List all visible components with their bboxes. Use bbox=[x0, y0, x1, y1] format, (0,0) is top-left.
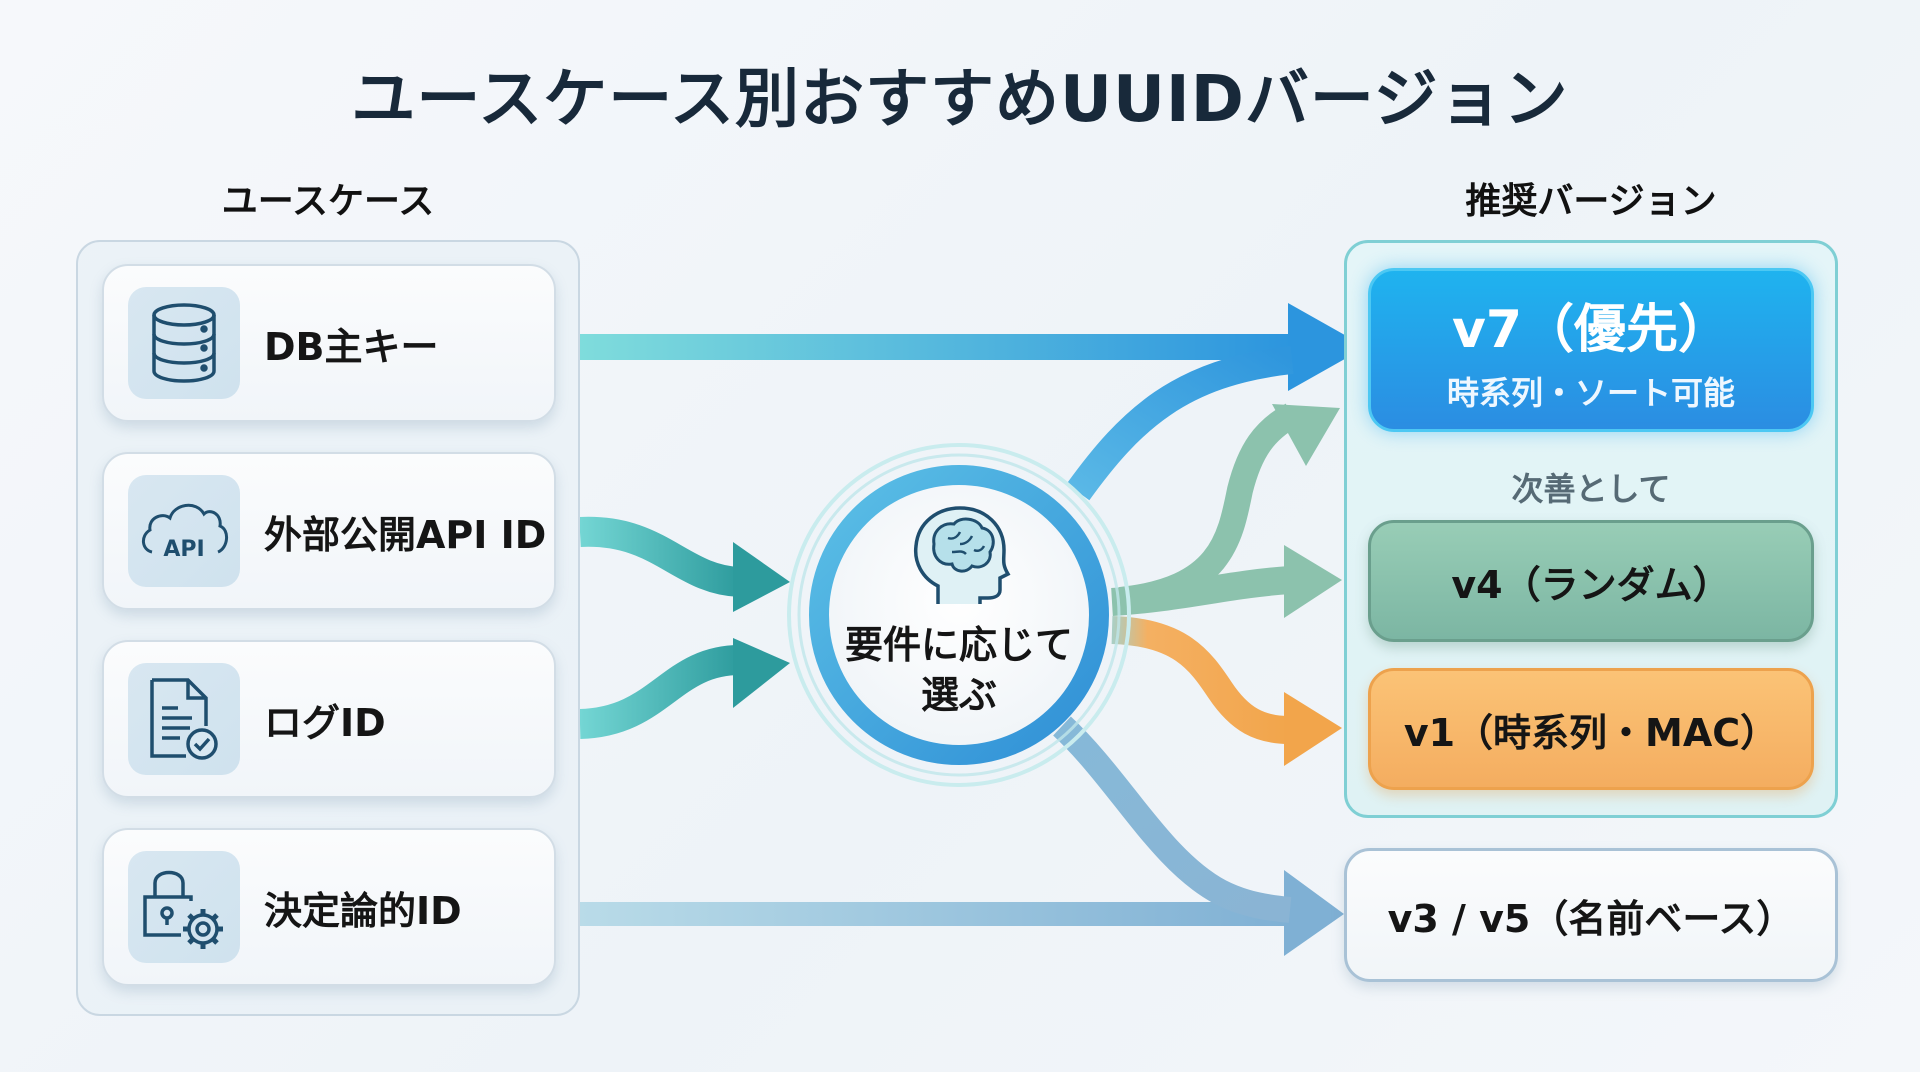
decision-hub[interactable] bbox=[786, 442, 1132, 788]
version-card-v7[interactable]: v7（優先） 時系列・ソート可能 bbox=[1368, 268, 1814, 432]
flow-hub-to-v1 bbox=[1111, 616, 1342, 766]
flow-db-to-v7 bbox=[580, 303, 1366, 391]
recommended-heading: 推奨バージョン bbox=[1465, 181, 1717, 222]
page-title: ユースケース別おすすめUUIDバージョン bbox=[351, 63, 1569, 137]
flow-deterministic-to-v35 bbox=[580, 870, 1344, 956]
svg-text:API: API bbox=[163, 537, 204, 562]
brain-head-icon bbox=[913, 506, 1011, 604]
version-v4-label: v4（ランダム） bbox=[1451, 562, 1731, 607]
usecase-label: ログID bbox=[264, 700, 386, 745]
usecase-label: DB主キー bbox=[264, 324, 439, 369]
database-icon bbox=[128, 287, 240, 399]
hub-label: 要件に応じて 選ぶ bbox=[786, 620, 1132, 720]
usecase-card-db-primary-key[interactable]: DB主キー bbox=[102, 264, 556, 422]
version-v3-v5-label: v3 / v5（名前ベース） bbox=[1387, 896, 1795, 941]
flow-log-to-hub bbox=[579, 638, 790, 739]
lock-gear-icon bbox=[128, 851, 240, 963]
usecase-heading: ユースケース bbox=[221, 181, 435, 222]
usecase-card-public-api-id[interactable]: API 外部公開API ID bbox=[102, 452, 556, 610]
hub-label-line2: 選ぶ bbox=[920, 673, 997, 717]
version-v7-label: v7（優先） bbox=[1451, 299, 1731, 360]
version-card-v3-v5[interactable]: v3 / v5（名前ベース） bbox=[1344, 848, 1838, 982]
flow-hub-to-v35 bbox=[1053, 716, 1292, 923]
version-v7-sublabel: 時系列・ソート可能 bbox=[1446, 373, 1735, 412]
document-check-icon bbox=[128, 663, 240, 775]
cloud-api-icon: API bbox=[128, 475, 240, 587]
usecase-card-log-id[interactable]: ログID bbox=[102, 640, 556, 798]
flow-api-to-hub bbox=[579, 516, 790, 612]
hub-label-line1: 要件に応じて bbox=[844, 623, 1073, 667]
flow-hub-to-v4 bbox=[1111, 545, 1342, 618]
flow-hub-to-v7 bbox=[1066, 346, 1294, 501]
usecase-panel: DB主キー API 外部公開API ID ログID bbox=[76, 240, 580, 1016]
usecase-label: 外部公開API ID bbox=[264, 512, 547, 557]
version-card-v1[interactable]: v1（時系列・MAC） bbox=[1368, 668, 1814, 790]
secondary-caption: 次善として bbox=[1511, 470, 1671, 508]
version-v1-label: v1（時系列・MAC） bbox=[1403, 710, 1779, 755]
usecase-card-deterministic-id[interactable]: 決定論的ID bbox=[102, 828, 556, 986]
version-card-v4[interactable]: v4（ランダム） bbox=[1368, 520, 1814, 642]
usecase-label: 決定論的ID bbox=[264, 888, 462, 933]
